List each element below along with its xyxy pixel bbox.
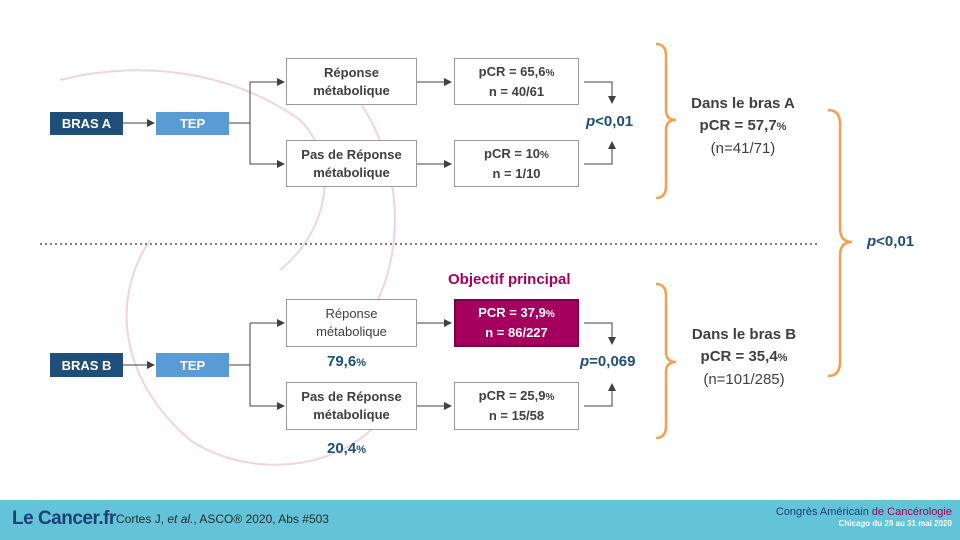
arm-a-noresponse-line2: métabolique	[313, 164, 390, 180]
arm-b-noresponse-box: Pas de Réponse métabolique	[286, 382, 417, 430]
bracket-arm-a	[655, 42, 677, 200]
arm-b-pcr-noresponse-n: n = 15/58	[488, 408, 545, 423]
arm-a-summary: Dans le bras A pCR = 57,7% (n=41/71)	[680, 93, 806, 160]
arm-a-noresponse-box: Pas de Réponse métabolique	[286, 140, 417, 187]
arm-a-response-line2: métabolique	[313, 82, 390, 98]
arm-b-summary-title: Dans le bras B	[691, 326, 797, 343]
arm-a-pcr-noresponse-box: pCR = 10% n = 1/10	[454, 140, 579, 187]
arm-b-tep-text: TEP	[179, 357, 206, 373]
arm-b-pcr-noresponse-value: pCR = 25,9%	[478, 388, 555, 403]
arm-b-noresponse-line1: Pas de Réponse	[301, 389, 402, 404]
arm-b-label-text: BRAS B	[61, 357, 112, 373]
arm-b-summary-n: (n=101/285)	[703, 371, 785, 388]
arm-a-summary-n: (n=41/71)	[710, 140, 776, 157]
arm-a-pcr-response-value: pCR = 65,6%	[478, 63, 555, 79]
congress-logo: Congrès Américain de Cancérologie Chicag…	[775, 506, 952, 529]
arm-b-label: BRAS B	[50, 353, 123, 377]
bracket-overall	[827, 108, 853, 378]
arm-a-pcr-response-box: pCR = 65,6% n = 40/61	[454, 58, 579, 105]
arm-a-summary-title: Dans le bras A	[691, 95, 795, 112]
arm-b-pcr-response-box: PCR = 37,9% n = 86/227	[454, 299, 579, 347]
footer-bar: Le Cancer.fr Cortes J, et al., ASCO® 202…	[0, 500, 960, 540]
arm-a-summary-pcr: pCR = 57,7%	[699, 117, 787, 134]
arm-b-tep: TEP	[156, 353, 229, 377]
arm-b-summary: Dans le bras B pCR = 35,4% (n=101/285)	[676, 324, 812, 391]
arm-b-response-box: Réponse métabolique	[286, 299, 417, 347]
arm-a-noresponse-line1: Pas de Réponse	[301, 146, 402, 162]
arm-b-pcr-response-value: PCR = 37,9%	[478, 305, 555, 320]
arm-a-label-text: BRAS A	[61, 116, 112, 131]
arm-a-response-line1: Réponse	[324, 64, 379, 80]
citation: Cortes J, et al., ASCO® 2020, Abs #503	[116, 512, 329, 526]
arm-a-label: BRAS A	[50, 112, 123, 135]
arm-b-pvalue: p=0,069	[580, 353, 636, 370]
arm-a-pvalue: p<0,01	[586, 113, 634, 130]
arm-b-response-share: 79,6%	[327, 353, 366, 370]
arm-b-pcr-response-n: n = 86/227	[485, 325, 548, 340]
arm-b-response-line1: Réponse	[325, 306, 378, 321]
arm-b-noresponse-line2: métabolique	[313, 407, 390, 422]
bracket-arm-b	[655, 282, 677, 440]
arm-a-pcr-response-n: n = 40/61	[488, 83, 545, 99]
arm-b-summary-pcr: pCR = 35,4%	[700, 348, 788, 365]
arm-a-tep: TEP	[156, 112, 229, 135]
objective-label: Objectif principal	[448, 271, 571, 288]
arm-a-pcr-noresponse-n: n = 1/10	[492, 165, 541, 181]
overall-pvalue: p<0,01	[867, 233, 915, 250]
arm-a-tep-text: TEP	[179, 116, 206, 131]
arm-b-response-line2: métabolique	[316, 324, 387, 339]
arm-b-noresponse-share: 20,4%	[327, 440, 366, 457]
lecancer-logo: Le Cancer.fr	[12, 508, 116, 529]
arm-b-pcr-noresponse-box: pCR = 25,9% n = 15/58	[454, 382, 579, 430]
arm-a-pcr-noresponse-value: pCR = 10%	[484, 145, 549, 161]
arm-a-response-box: Réponse métabolique	[286, 58, 417, 105]
